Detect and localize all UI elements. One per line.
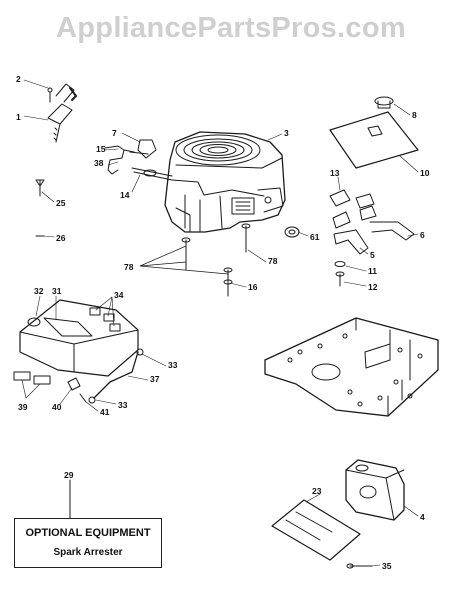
plate-part-10	[329, 96, 419, 169]
callout-37: 37	[150, 374, 160, 384]
callout-40: 40	[52, 402, 62, 412]
callout-8: 8	[412, 110, 417, 120]
callout-39: 39	[18, 402, 28, 412]
spark-arrester-label: Spark Arrester	[53, 547, 123, 558]
callout-38: 38	[94, 158, 104, 168]
bolt-parts-78	[139, 223, 251, 297]
callout-16: 16	[248, 282, 258, 292]
elbow-parts	[329, 189, 415, 255]
callout-4: 4	[420, 512, 425, 522]
pin-part-41	[79, 393, 87, 403]
heat-shield-part	[271, 499, 361, 561]
callout-10: 10	[420, 168, 430, 178]
optional-equipment-box: OPTIONAL EQUIPMENT Spark Arrester	[14, 518, 162, 568]
fuel-fitting-part	[104, 145, 135, 175]
throttle-bracket-part	[47, 83, 77, 143]
callout-31: 31	[52, 286, 62, 296]
callout-33-bottom: 33	[118, 400, 128, 410]
engine-part	[164, 131, 286, 233]
callout-1: 1	[16, 112, 21, 122]
callout-29: 29	[64, 470, 74, 480]
fastener-parts-11-12	[334, 261, 346, 287]
rod-part-37	[88, 348, 144, 404]
callout-6: 6	[420, 230, 425, 240]
leader-lines	[21, 79, 419, 567]
callout-7: 7	[112, 128, 117, 138]
clip-part-7	[129, 139, 157, 159]
callout-78-left: 78	[124, 262, 134, 272]
callout-14: 14	[120, 190, 130, 200]
muffler-part	[345, 459, 405, 521]
watermark: AppliancePartsPros.com	[56, 12, 406, 44]
callout-34: 34	[114, 290, 124, 300]
washer-part-16	[223, 279, 233, 285]
fuel-tube-part	[131, 167, 173, 181]
callout-35: 35	[382, 561, 392, 571]
pin-parts	[35, 179, 45, 237]
mounting-kit-part	[13, 299, 139, 391]
optional-equipment-title: OPTIONAL EQUIPMENT	[25, 527, 151, 539]
chassis-plate	[264, 317, 439, 417]
bolt-part-35	[346, 563, 373, 569]
callout-78-right: 78	[268, 256, 278, 266]
callout-13: 13	[330, 168, 340, 178]
callout-41: 41	[100, 407, 110, 417]
callout-11: 11	[368, 266, 377, 276]
callout-labels: 2 1 3 7 15 38 14 25 26 8 10 13 6 5 11 12…	[16, 74, 430, 571]
callout-5: 5	[370, 250, 375, 260]
callout-32: 32	[34, 286, 44, 296]
callout-15: 15	[96, 144, 106, 154]
callout-25: 25	[56, 198, 66, 208]
nut-part-61	[284, 226, 300, 238]
callout-3: 3	[284, 128, 289, 138]
callout-33-top: 33	[168, 360, 178, 370]
callout-2: 2	[16, 74, 21, 84]
callout-23: 23	[312, 486, 322, 496]
callout-26: 26	[56, 233, 66, 243]
callout-12: 12	[368, 282, 378, 292]
callout-61: 61	[310, 232, 320, 242]
